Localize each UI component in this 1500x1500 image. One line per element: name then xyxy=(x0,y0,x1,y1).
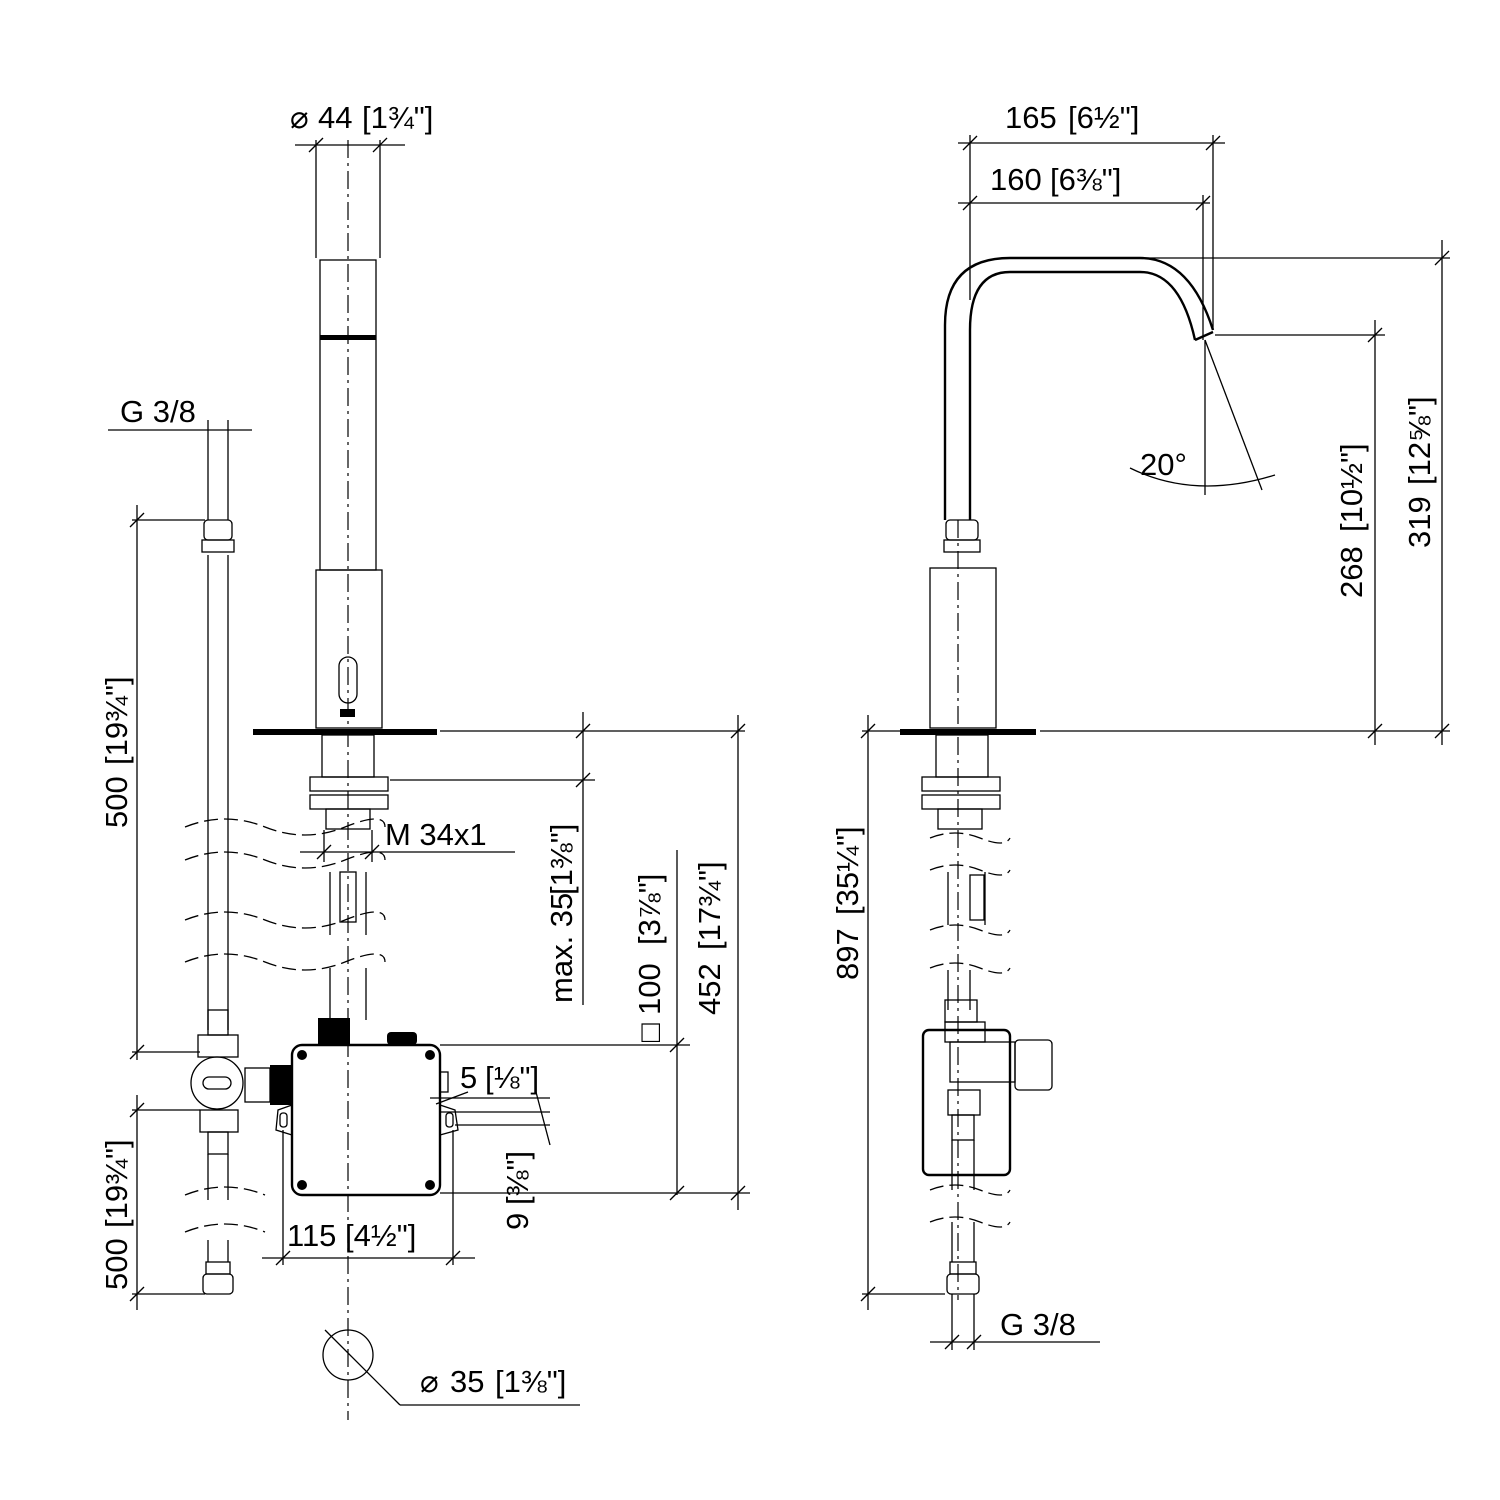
dim-w165-mm: 165 xyxy=(1005,100,1057,135)
dim-g38-right: G 3/8 xyxy=(1000,1307,1076,1342)
dim-9-inch: [⅜"] xyxy=(500,1151,535,1205)
dim-w165-inch: [6½"] xyxy=(1068,100,1139,135)
dim-sq100-inch: [3⅞"] xyxy=(632,874,667,945)
sensor-body xyxy=(315,569,383,729)
deck-plate-side xyxy=(900,729,1036,735)
dim-dia44-inch: [1¾"] xyxy=(362,100,433,135)
dim-dia44-mm: 44 xyxy=(318,100,352,135)
spout-outer xyxy=(943,256,1215,520)
dim-h268-mm: 268 xyxy=(1334,546,1369,598)
dim-h897-inch: [35¼"] xyxy=(830,826,865,915)
hose-ferrule xyxy=(201,539,235,553)
valve-outlet-connector xyxy=(270,1065,292,1105)
break-lines xyxy=(184,818,386,1233)
dim-h500-top-mm: 500 xyxy=(99,776,134,828)
dim-9-mm: 9 xyxy=(500,1213,535,1230)
dim-h319-inch: [12⅝"] xyxy=(1402,396,1437,485)
dim-h500-bot-inch: [19¾"] xyxy=(99,1139,134,1228)
dim-5-inch: [⅛"] xyxy=(485,1060,539,1095)
valve-outlet-nut xyxy=(244,1067,271,1103)
deck-plate xyxy=(253,729,437,735)
sensor-body-side xyxy=(929,567,997,729)
mount-washer xyxy=(309,794,389,810)
dim-5-mm: 5 xyxy=(460,1060,477,1095)
dim-h452-mm: 452 xyxy=(692,963,727,1015)
control-box-side xyxy=(921,1028,1012,1177)
hose-nut-bottom xyxy=(202,1273,234,1295)
break-lines-side xyxy=(929,832,1011,1228)
dim-h897-mm: 897 xyxy=(830,928,865,980)
dim-dia35-inch: [1⅜"] xyxy=(495,1364,566,1399)
dim-h268-inch: [10½"] xyxy=(1334,443,1369,532)
dim-sq100-symbol: □ xyxy=(632,1023,667,1042)
side-view xyxy=(900,256,1215,1300)
mount-tab-left xyxy=(275,1104,293,1136)
hole-circle xyxy=(322,1329,374,1381)
box-cable-gland xyxy=(387,1032,417,1045)
tee-nut-top xyxy=(197,1034,239,1058)
sensor-led xyxy=(340,709,355,717)
spout-band xyxy=(320,335,376,340)
mount-tab-right xyxy=(439,1104,459,1136)
valve-cap-side xyxy=(1014,1039,1053,1091)
front-view-dimensions: ⌀ 44 [1¾"] G 3/8 500 [19¾"] 500 [19¾"] M… xyxy=(99,100,750,1406)
dim-angle: 20° xyxy=(1140,447,1187,482)
dim-max35-mm: max. 35 xyxy=(544,893,579,1003)
mount-nut xyxy=(309,776,389,792)
dim-dia44-symbol: ⌀ xyxy=(290,100,309,135)
dim-m34: M 34x1 xyxy=(385,817,487,852)
dim-w115-inch: [4½"] xyxy=(345,1218,416,1253)
spout-inner xyxy=(968,270,1197,520)
side-view-dimensions: 165 [6½"] 160 [6⅜"] 20° 268 [10½"] 319 [… xyxy=(830,100,1450,1350)
spout-tip xyxy=(1194,330,1214,342)
cable-connector xyxy=(339,871,357,923)
spout-nut xyxy=(945,519,979,541)
dim-max35-inch: [1⅜"] xyxy=(544,824,579,895)
dim-g38-left: G 3/8 xyxy=(120,394,196,429)
sensor-window-icon xyxy=(338,656,358,704)
hose-ferrule-lower xyxy=(207,1009,229,1036)
dim-h319-mm: 319 xyxy=(1402,496,1437,548)
tee-nut-bottom xyxy=(199,1109,239,1133)
valve-body-side xyxy=(949,1041,1016,1083)
control-box xyxy=(290,1043,442,1197)
inlet-fitting xyxy=(318,1018,350,1046)
dim-sq100-mm: 100 xyxy=(632,963,667,1015)
hose-nut-side xyxy=(946,1273,980,1295)
dim-w115-mm: 115 xyxy=(287,1218,336,1253)
dim-w160-inch: [6⅜"] xyxy=(1050,162,1121,197)
valve-screw-icon xyxy=(202,1076,232,1090)
dim-w160-mm: 160 xyxy=(990,162,1042,197)
dim-h452-inch: [17¾"] xyxy=(692,861,727,950)
dim-h500-top-inch: [19¾"] xyxy=(99,676,134,765)
hose-nut-top xyxy=(203,519,233,541)
dim-dia35-mm: 35 xyxy=(450,1364,484,1399)
dim-h500-bot-mm: 500 xyxy=(99,1238,134,1290)
mixing-valve-body xyxy=(190,1056,244,1110)
dim-dia35-symbol: ⌀ xyxy=(420,1364,439,1399)
